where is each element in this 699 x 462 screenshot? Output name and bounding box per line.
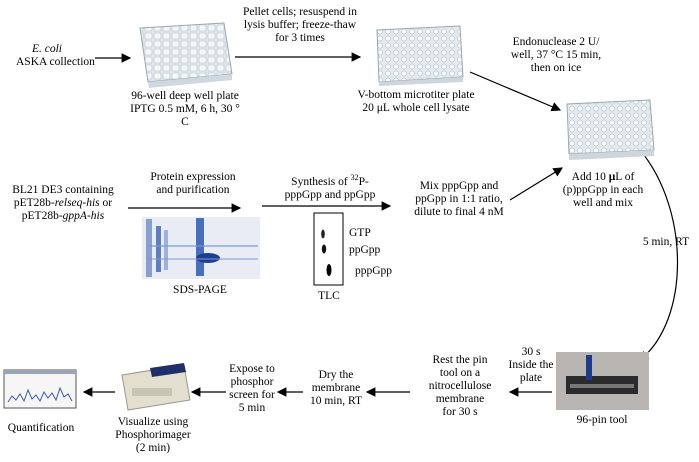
pin-tool-image (556, 352, 649, 410)
rest-pin-tool-step: Rest the pin tool on a nitrocellulose me… (408, 354, 512, 419)
mix-line3: dilute to final 4 nM (414, 206, 504, 218)
visualize-step: Visualize using Phosphorimager (2 min) (105, 416, 201, 455)
plate96-line3: C (181, 116, 189, 128)
plate96-line1: 96-well deep well plate (131, 90, 239, 102)
deep-well-plate-image (139, 22, 233, 88)
endo-line2: well, 37 °C 15 min, (510, 49, 602, 61)
final-plate-image (566, 99, 655, 160)
synth-line2: pppGpp and ppGpp (284, 188, 376, 201)
expose-line1: Expose to (229, 363, 275, 375)
sds-page-label: SDS-PAGE (173, 284, 227, 296)
pin-timing-3: plate (519, 372, 543, 384)
vis-line2: Phosphorimager (115, 429, 191, 441)
pin-tool-label: 96-pin tool (576, 414, 628, 426)
bl21-line3a: pET28b- (21, 210, 63, 222)
tlc-pppgpp-label: pppGpp (355, 265, 393, 277)
quantification-plot-image (3, 369, 77, 409)
pin-timing-label: 30 s Inside the plate (506, 346, 556, 385)
bl21-label: BL21 DE3 containing pET28b-relseq-his or… (0, 184, 126, 223)
synth-line1a: Synthesis of (291, 175, 351, 188)
deep-well-plate-label: 96-well deep well plate IPTG 0.5 mM, 6 h… (110, 90, 260, 129)
sds-page-gel-image (142, 217, 260, 279)
tlc-label: TLC (318, 290, 340, 302)
arrow-curve-to-pintool (639, 149, 679, 361)
tlc-plate-image (313, 212, 344, 286)
vbottom-line2: 20 μL whole cell lysate (362, 102, 470, 114)
bl21-line2a: pET28b- (13, 197, 55, 209)
expose-line3: screen for (229, 389, 275, 401)
dry-line1: Dry the (318, 369, 354, 381)
arrow-mix-to-plate (509, 167, 564, 201)
expose-line2: phosphor (230, 376, 274, 388)
synthesis-step: Synthesis of 32P- pppGpp and ppGpp (270, 171, 390, 202)
mix-line1: Mix pppGpp and (419, 180, 499, 192)
add-mu: μ (608, 171, 616, 183)
add-line1b: L of (615, 171, 635, 183)
dry-line2: membrane (311, 382, 361, 394)
quantification-label: Quantification (7, 422, 75, 434)
aska-collection: ASKA collection (16, 56, 95, 68)
tlc-gtp-label: GTP (349, 227, 371, 239)
bl21-gppa: gppA-his (62, 210, 105, 222)
bl21-line1: BL21 DE3 containing (12, 184, 114, 196)
vbottom-line1: V-bottom microtiter plate (357, 89, 475, 101)
endo-line1: Endonuclease 2 U/ (512, 36, 600, 48)
phosphorimager-image (121, 363, 191, 411)
rest-line2: tool on a (439, 367, 481, 379)
ecoli-name: E. coli (31, 43, 63, 55)
expr-line2: and purification (156, 184, 230, 196)
expr-line1: Protein expression (150, 171, 236, 183)
rest-line3: nitrocellulose (428, 380, 492, 392)
bl21-relseq: relseq-his (54, 197, 100, 209)
vis-line3: (2 min) (135, 442, 171, 454)
synth-isotope: 32 (350, 173, 359, 182)
vbottom-plate-label: V-bottom microtiter plate 20 μL whole ce… (346, 89, 486, 115)
arrow-vbottom-to-final-plate (469, 71, 562, 112)
dry-line3: 10 min, RT (309, 395, 363, 407)
expose-line4: 5 min (238, 402, 266, 414)
rest-line4: membrane (435, 393, 485, 405)
bl21-or: or (99, 197, 113, 209)
mix-line2: ppGpp in 1:1 ratio, (415, 193, 503, 205)
add-line3: well and mix (572, 197, 634, 209)
endonuclease-step: Endonuclease 2 U/ well, 37 °C 15 min, th… (497, 36, 615, 75)
step-pellet-cells: Pellet cells; resuspend in lysis buffer;… (234, 6, 366, 45)
pin-timing-2: Inside the (508, 359, 554, 371)
rest-line5: for 30 s (442, 406, 478, 418)
step1-line2: lysis buffer; freeze-thaw (243, 19, 357, 31)
vis-line1: Visualize using (117, 416, 189, 428)
pin-timing-1: 30 s (521, 346, 541, 358)
dry-membrane-step: Dry the membrane 10 min, RT (304, 369, 368, 408)
expose-step: Expose to phosphor screen for 5 min (222, 363, 282, 415)
expression-step: Protein expression and purification (138, 171, 248, 197)
step1-line3: for 3 times (275, 32, 325, 44)
plate96-line2: IPTG 0.5 mM, 6 h, 30 ° (130, 103, 240, 115)
add-ppgpp-step: Add 10 μL of (p)ppGpp in each well and m… (548, 171, 658, 210)
rest-line1: Rest the pin (432, 354, 488, 366)
vbottom-plate-image (376, 25, 464, 86)
add-line1a: Add 10 (571, 171, 609, 183)
step1-line1: Pellet cells; resuspend in (242, 6, 358, 18)
mix-step: Mix pppGpp and ppGpp in 1:1 ratio, dilut… (400, 180, 518, 219)
endo-line3: then on ice (530, 62, 582, 74)
tlc-ppgpp-label: ppGpp (349, 244, 381, 256)
ecoli-label: E. coli ASKA collection (16, 43, 95, 69)
synth-line1b: P- (358, 175, 369, 188)
incubation-5min-label: 5 min, RT (642, 236, 690, 248)
add-line2: (p)ppGpp in each (562, 184, 644, 196)
